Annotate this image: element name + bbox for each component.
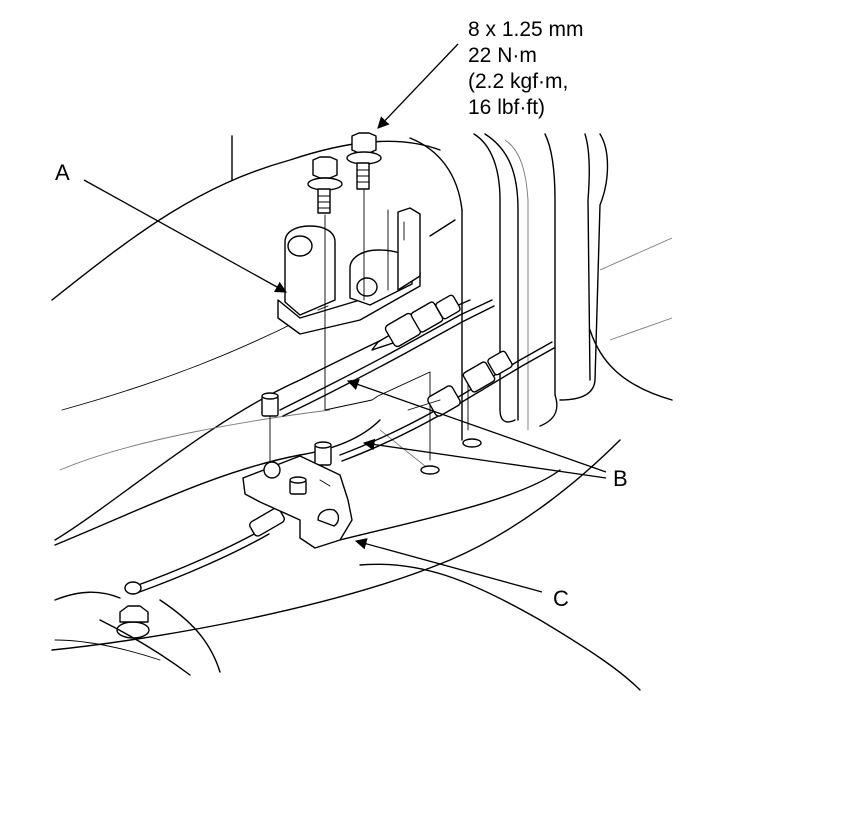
cable-bracket-a xyxy=(277,207,421,335)
callout-a-label: A xyxy=(55,160,70,185)
callout-c-label: C xyxy=(553,586,569,611)
floor-tunnel xyxy=(461,133,609,441)
mounting-bolt-left xyxy=(307,156,343,214)
vehicle-floor-outline xyxy=(51,135,673,691)
lower-bracket xyxy=(54,591,221,676)
cable-holder-c xyxy=(242,455,353,549)
torque-nm-label: 22 N·m xyxy=(468,44,537,67)
parking-brake-cables xyxy=(129,294,555,595)
torque-kgfm-label: (2.2 kgf·m, xyxy=(468,70,568,93)
guide-pin-left xyxy=(261,392,279,417)
guide-pin-right xyxy=(314,441,332,466)
lower-bolt xyxy=(116,581,150,639)
torque-lbfft-label: 16 lbf·ft) xyxy=(468,96,545,119)
callout-b-label: B xyxy=(613,466,628,491)
mounting-bolt-right xyxy=(346,132,382,190)
thread-spec-label: 8 x 1.25 mm xyxy=(468,18,584,41)
floor-holes xyxy=(420,438,482,475)
leader-lines xyxy=(83,43,607,593)
